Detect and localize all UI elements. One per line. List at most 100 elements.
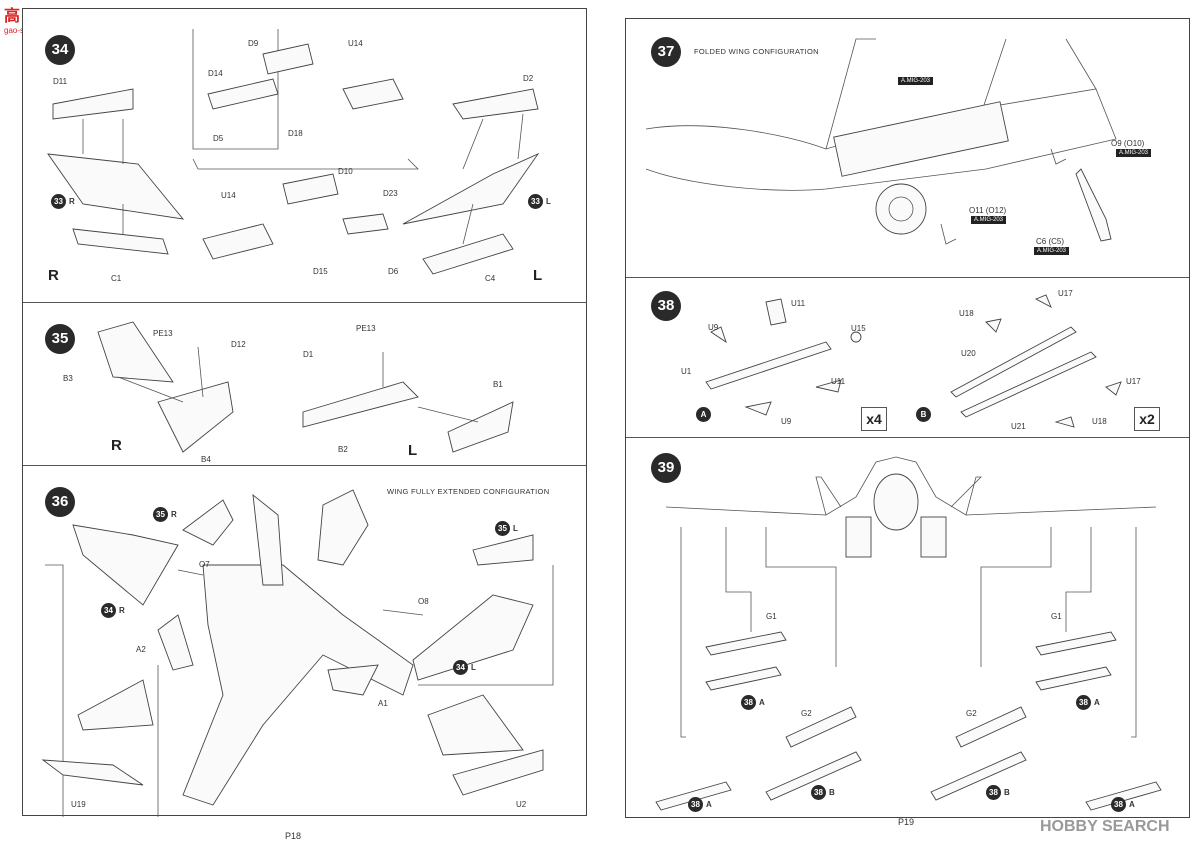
part-label: D10	[338, 167, 353, 176]
ref-sub: A	[1129, 800, 1135, 809]
part-label: C6 (C5)	[1036, 237, 1065, 246]
part-label: C4	[485, 274, 496, 283]
part-label: D6	[388, 267, 399, 276]
subassembly-a-badge: A	[696, 407, 711, 422]
step-36-drawing	[41, 489, 554, 817]
quantity-a: x4	[866, 411, 882, 427]
part-label: U17	[1126, 377, 1141, 386]
part-label: G2	[966, 709, 977, 718]
ref-step-38: 38	[688, 797, 703, 812]
ref-side: L	[471, 663, 476, 672]
marking-tag: A.MIG-203	[971, 216, 1007, 224]
instruction-page-left: 34 D11 D9 D14 D5 D18 U14	[22, 8, 587, 841]
step-38: 38 U9 U11 U15 U1 U11 U9 U17 U18 U20 U17 …	[626, 277, 1189, 438]
ref-step-38: 38	[986, 785, 1001, 800]
ref-step-33-l: 33	[528, 194, 543, 209]
part-label: PE13	[356, 324, 376, 333]
part-label: G1	[766, 612, 777, 621]
quantity-box-b: x2	[1134, 407, 1160, 431]
step-35-drawing	[97, 321, 514, 453]
ref-step-34-l: 34	[453, 660, 468, 675]
ref-step-34-r: 34	[101, 603, 116, 618]
part-label: D14	[208, 69, 223, 78]
part-label: D11	[53, 77, 68, 86]
part-label: U20	[961, 349, 976, 358]
step-34-drawing	[47, 29, 540, 275]
ref-sub: B	[829, 788, 835, 797]
part-label: U11	[831, 377, 846, 386]
step-38-drawing	[705, 294, 1122, 428]
step-number: 35	[45, 324, 75, 354]
part-label: D23	[383, 189, 398, 198]
part-label: U2	[516, 800, 527, 809]
part-label: D15	[313, 267, 328, 276]
part-label: U18	[1092, 417, 1107, 426]
step-caption: FOLDED WING CONFIGURATION	[694, 47, 819, 56]
part-label: U14	[348, 39, 363, 48]
step-number: 37	[651, 37, 681, 67]
marking-tag: A.MIG-203	[1116, 149, 1152, 157]
step-36: 36 WING FULLY EXTENDED CONFIGURATION 35 …	[23, 465, 586, 817]
part-label: B4	[201, 455, 211, 464]
step-number: 39	[651, 453, 681, 483]
part-label: U19	[71, 800, 86, 809]
ref-step-38: 38	[1076, 695, 1091, 710]
part-label: D2	[523, 74, 534, 83]
part-label: U9	[781, 417, 792, 426]
part-label: D12	[231, 340, 246, 349]
part-label: U14	[221, 191, 236, 200]
quantity-box-a: x4	[861, 407, 887, 431]
ref-step-38: 38	[1111, 797, 1126, 812]
part-label: C1	[111, 274, 122, 283]
part-label: U1	[681, 367, 692, 376]
side-r-label: R	[111, 437, 122, 454]
page-number: P19	[898, 817, 915, 827]
ref-side-r: R	[69, 197, 75, 206]
part-label: PE13	[153, 329, 173, 338]
part-label: U21	[1011, 422, 1026, 431]
ref-side: R	[119, 606, 125, 615]
ref-step-38: 38	[741, 695, 756, 710]
ref-step-33-r: 33	[51, 194, 66, 209]
subassembly-b-badge: B	[916, 407, 931, 422]
part-label: B3	[63, 374, 73, 383]
ref-side: R	[171, 510, 177, 519]
part-label: D18	[288, 129, 303, 138]
side-l-label: L	[533, 267, 543, 284]
ref-step-38: 38	[811, 785, 826, 800]
instruction-page-right: 37 FOLDED WING CONFIGURATION A.MIG-203 O…	[625, 18, 1190, 827]
ref-sub: A	[1094, 698, 1100, 707]
part-label: U17	[1058, 289, 1073, 298]
page-number: P18	[285, 831, 302, 841]
step-number: 36	[45, 487, 75, 517]
ref-step-35-l: 35	[495, 521, 510, 536]
marking-tag: A.MIG-203	[1034, 247, 1070, 255]
ref-side: L	[513, 524, 518, 533]
ref-side-l: L	[546, 197, 551, 206]
part-label: O9 (O10)	[1111, 139, 1145, 148]
step-35: 35 PE13 D12 B3 B4 PE13 D1 B1 B2 R L	[23, 302, 586, 466]
part-label: A1	[378, 699, 388, 708]
part-label: U11	[791, 299, 806, 308]
ref-sub: A	[706, 800, 712, 809]
part-label: O7	[199, 560, 210, 569]
part-label: U15	[851, 324, 866, 333]
ref-sub: B	[1004, 788, 1010, 797]
marking-tag: A.MIG-203	[898, 77, 934, 85]
step-number: 34	[45, 35, 75, 65]
part-label: O11 (O12)	[969, 206, 1007, 215]
part-label: D5	[213, 134, 224, 143]
step-number: 38	[651, 291, 681, 321]
ref-sub: A	[759, 698, 765, 707]
part-label: O8	[418, 597, 429, 606]
quantity-b: x2	[1139, 411, 1155, 427]
part-label: G1	[1051, 612, 1062, 621]
watermark-hobby-text: HOBBY SEARCH	[1040, 818, 1170, 835]
part-label: B2	[338, 445, 348, 454]
part-label: G2	[801, 709, 812, 718]
part-label: U9	[708, 323, 719, 332]
watermark-hobby-search: HOBBY SEARCH	[1040, 818, 1170, 836]
step-caption: WING FULLY EXTENDED CONFIGURATION	[387, 487, 550, 496]
step-39-drawing	[655, 456, 1162, 811]
part-label: D1	[303, 350, 314, 359]
